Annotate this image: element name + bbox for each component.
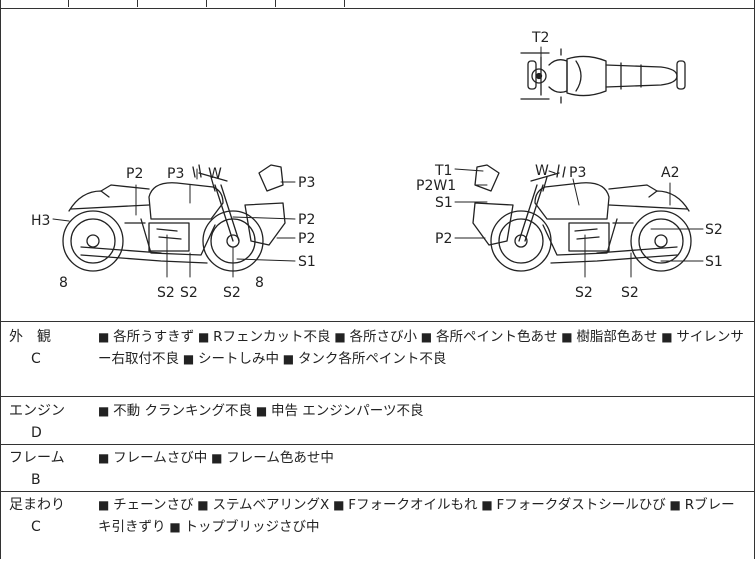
damage-code: A2 (661, 165, 679, 181)
damage-code: H3 (31, 213, 50, 229)
bullet-mark: ■ (416, 330, 436, 344)
leader-lines (52, 46, 704, 278)
condition-item: タンク各所ペイント不良 (297, 351, 447, 367)
condition-item: Rフェンカット不良 (213, 329, 331, 345)
bullet-mark: ■ (98, 404, 114, 418)
category-name: フレーム (9, 450, 65, 466)
bullet-mark: ■ (98, 330, 114, 344)
section-category: エンジン D (9, 400, 89, 444)
damage-code: P2 (126, 166, 143, 182)
section-suspension: 足まわり C ■ チェーンさび ■ ステムベアリングX ■ Fフォークオイルもれ… (1, 494, 754, 558)
condition-item: 申告 エンジンパーツ不良 (271, 403, 424, 419)
damage-code: P2 (298, 212, 315, 228)
condition-item: 各所さび小 (349, 329, 417, 345)
category-grade: C (31, 351, 41, 367)
bullet-mark: ■ (278, 352, 298, 366)
top-view-motorcycle (520, 48, 686, 104)
condition-item: 不動 クランキング不良 (113, 403, 253, 419)
bullet-mark: ■ (252, 404, 272, 418)
damage-code: 8 (255, 275, 264, 291)
damage-code: S1 (298, 254, 316, 270)
condition-item: Rブレーキ引きずり (98, 497, 735, 535)
divider (0, 444, 755, 445)
damage-code: S2 (180, 285, 198, 301)
damage-code: P3 (569, 165, 586, 181)
section-exterior: 外 観 C ■ 各所うすきず ■ Rフェンカット不良 ■ 各所さび小 ■ 各所ペ… (1, 326, 754, 392)
condition-item: Fフォークオイルもれ (348, 497, 478, 513)
damage-code: S2 (157, 285, 175, 301)
bullet-mark: ■ (477, 498, 497, 512)
condition-item: フレームさび中 (113, 450, 208, 466)
damage-code: T2 (531, 30, 549, 46)
damage-code: 8 (59, 275, 68, 291)
damage-code: P2 (298, 231, 315, 247)
table-cell (276, 0, 345, 7)
damage-code: P2W1 (416, 178, 456, 194)
damage-code: W (535, 163, 549, 179)
section-category: 外 観 C (9, 326, 89, 370)
section-items: ■ チェーンさび ■ ステムベアリングX ■ Fフォークオイルもれ ■ Fフォー… (98, 494, 748, 538)
condition-item: 各所ペイント色あせ (435, 329, 558, 345)
condition-item: シートしみ中 (197, 351, 279, 367)
bullet-mark: ■ (207, 451, 227, 465)
section-items: ■ フレームさび中 ■ フレーム色あせ中 (98, 447, 748, 469)
bullet-mark: ■ (657, 330, 677, 344)
section-category: フレーム B (9, 447, 89, 491)
section-engine: エンジン D ■ 不動 クランキング不良 ■ 申告 エンジンパーツ不良 (1, 400, 754, 442)
right-side-motorcycle (472, 164, 692, 272)
bullet-mark: ■ (665, 498, 685, 512)
damage-code: P3 (298, 175, 315, 191)
damage-code: S2 (621, 285, 639, 301)
category-name: 足まわり (9, 497, 65, 513)
divider (0, 321, 755, 322)
bullet-mark: ■ (179, 352, 198, 366)
damage-code: W (208, 166, 222, 182)
bullet-mark: ■ (165, 520, 185, 534)
top-view-labels: T2 (531, 30, 549, 46)
damage-code: P3 (167, 166, 184, 182)
divider (0, 396, 755, 397)
damage-code: S2 (705, 222, 723, 238)
damage-code: S1 (435, 195, 453, 211)
bullet-mark: ■ (193, 498, 213, 512)
divider (0, 491, 755, 492)
right-side-labels: T1 P2W1 S1 P2 W P3 A2 S2 S1 S2 S2 (416, 163, 723, 301)
section-category: 足まわり C (9, 494, 89, 538)
category-name: エンジン (9, 403, 65, 419)
condition-item: チェーンさび (113, 497, 194, 513)
previous-table-strip (0, 0, 755, 8)
bullet-mark: ■ (194, 330, 214, 344)
condition-item: 樹脂部色あせ (576, 329, 658, 345)
bullet-mark: ■ (98, 498, 114, 512)
damage-code: S2 (575, 285, 593, 301)
damage-diagram: T2 P2 P3 W P3 H3 P2 P2 S1 8 S2 S2 S2 8 T… (1, 9, 754, 321)
category-grade: D (31, 425, 42, 441)
section-items: ■ 不動 クランキング不良 ■ 申告 エンジンパーツ不良 (98, 400, 748, 422)
condition-item: サイレンサー右取付不良 (98, 329, 744, 367)
bullet-mark: ■ (330, 330, 350, 344)
divider (0, 8, 755, 9)
bullet-mark: ■ (98, 451, 114, 465)
bullet-mark: ■ (329, 498, 349, 512)
category-name: 外 観 (9, 329, 51, 345)
left-side-labels: P2 P3 W P3 H3 P2 P2 S1 8 S2 S2 S2 8 (31, 166, 316, 301)
table-cell (69, 0, 138, 7)
condition-item: Fフォークダストシールひび (496, 497, 666, 513)
condition-item: ステムベアリングX (212, 497, 330, 513)
condition-item: 各所うすきず (113, 329, 195, 345)
damage-code: P2 (435, 231, 452, 247)
category-grade: C (31, 519, 41, 535)
table-cell (207, 0, 276, 7)
condition-item: トップブリッジさび中 (184, 519, 320, 535)
table-cell (138, 0, 207, 7)
damage-code: T1 (434, 163, 452, 179)
damage-code: S1 (705, 254, 723, 270)
condition-item: フレーム色あせ中 (226, 450, 334, 466)
table-cell (0, 0, 69, 7)
section-items: ■ 各所うすきず ■ Rフェンカット不良 ■ 各所さび小 ■ 各所ペイント色あせ… (98, 326, 748, 370)
category-grade: B (31, 472, 41, 488)
bullet-mark: ■ (557, 330, 577, 344)
damage-code: S2 (223, 285, 241, 301)
section-frame: フレーム B ■ フレームさび中 ■ フレーム色あせ中 (1, 447, 754, 489)
